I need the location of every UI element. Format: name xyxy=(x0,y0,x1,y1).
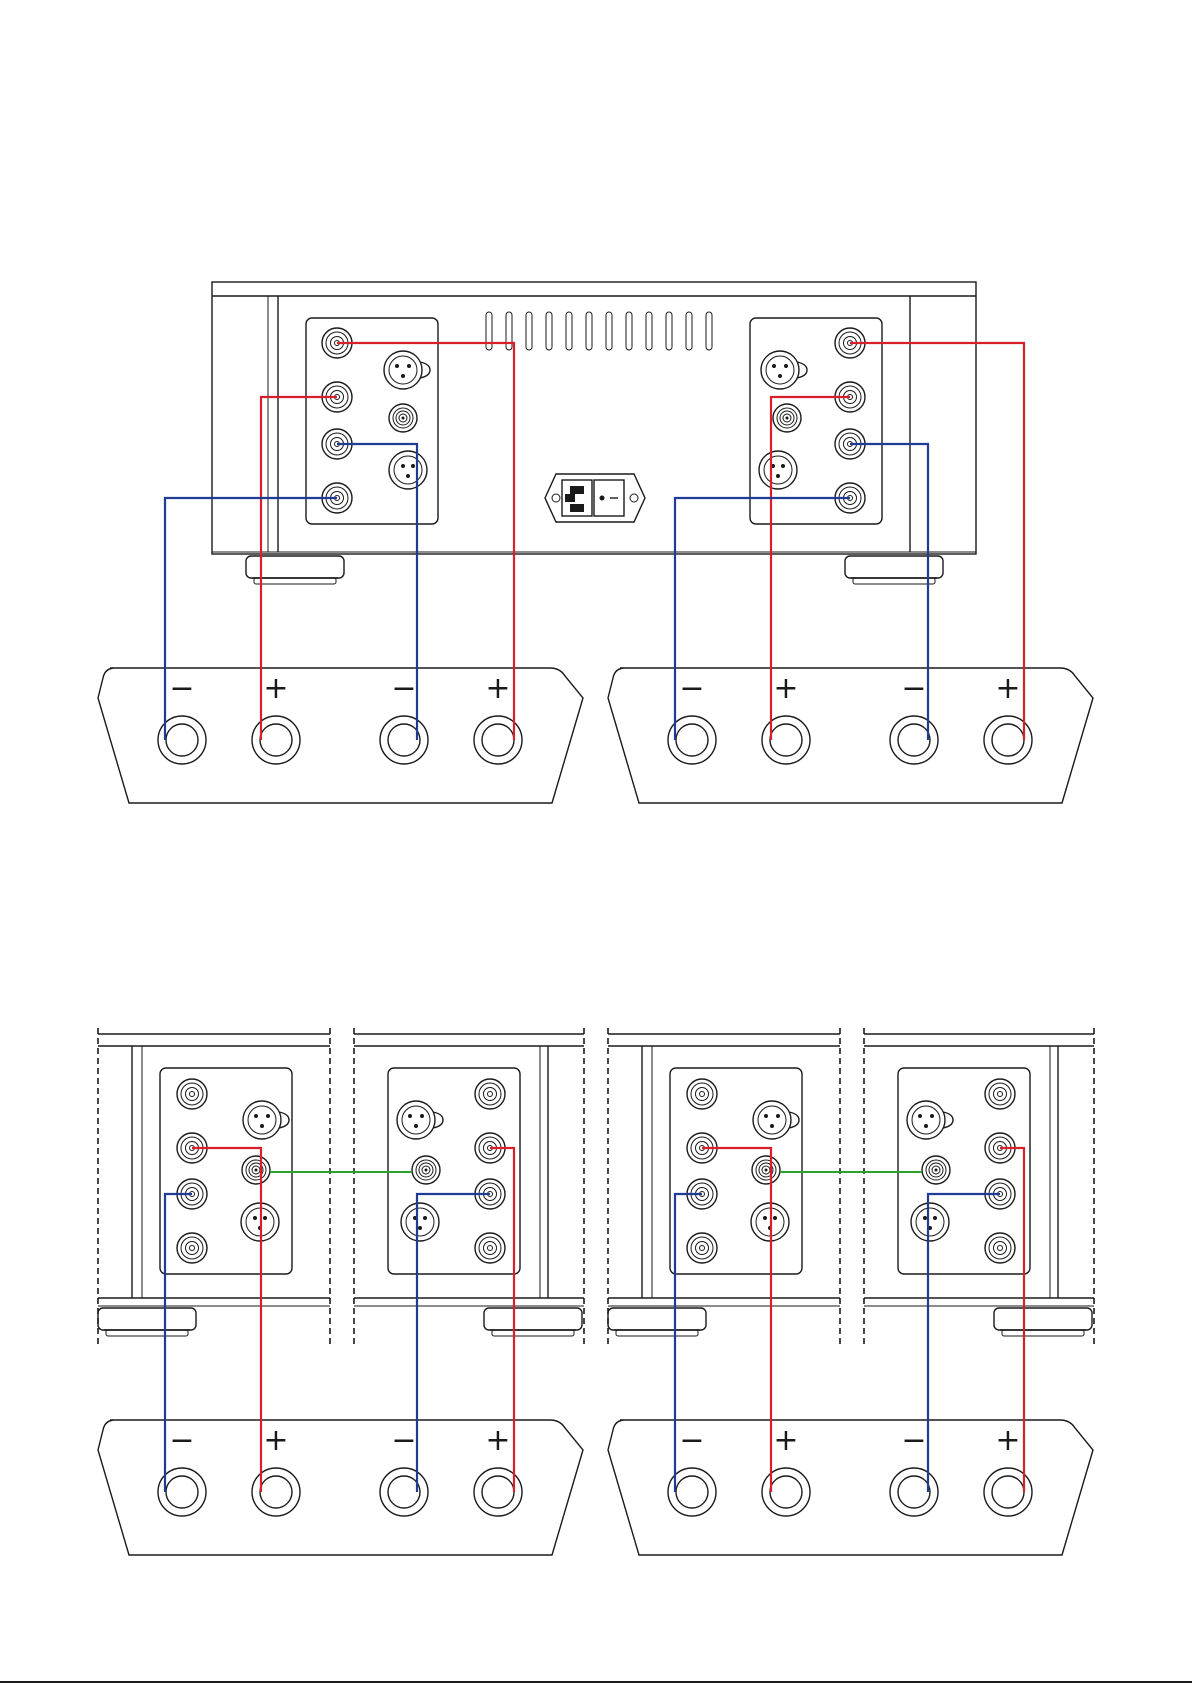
speaker-minus-label: − xyxy=(679,1423,704,1458)
bridged-mono-connection: − + − + − + − + xyxy=(98,1028,1094,1555)
binding-post xyxy=(475,1233,505,1263)
amplifier-foot xyxy=(994,1308,1092,1336)
speaker-minus-label: − xyxy=(901,671,926,706)
speaker-cables xyxy=(165,343,1024,740)
ventilation-slots xyxy=(486,312,712,350)
positive-cable xyxy=(192,1148,261,1492)
amplifier-right-module xyxy=(354,1028,584,1344)
speaker-terminal xyxy=(890,1468,938,1516)
amplifier-foot xyxy=(608,1308,706,1336)
binding-post xyxy=(687,1233,717,1263)
binding-post xyxy=(985,1079,1015,1109)
speaker-minus-label: − xyxy=(169,671,194,706)
speaker-terminal xyxy=(890,716,938,764)
bridged-cables xyxy=(165,1148,1024,1492)
power-inlet xyxy=(545,474,645,522)
speaker-plus-label: + xyxy=(773,1423,798,1458)
speaker-plus-label: + xyxy=(485,1423,510,1458)
amplifier-rear-panel xyxy=(212,282,976,554)
xlr-output xyxy=(759,451,797,489)
speaker-plus-label: + xyxy=(263,671,288,706)
speaker-plus-label: + xyxy=(263,1423,288,1458)
xlr-input xyxy=(243,1101,289,1139)
speaker-minus-label: − xyxy=(391,671,416,706)
binding-post xyxy=(177,1079,207,1109)
right-channel-panel xyxy=(750,318,882,524)
xlr-input xyxy=(384,351,430,389)
rca-input xyxy=(773,404,801,432)
speaker-plus-label: + xyxy=(485,671,510,706)
xlr-output xyxy=(389,451,427,489)
speaker-terminal xyxy=(252,1468,300,1516)
speaker-plus-label: + xyxy=(995,1423,1020,1458)
right-speaker: − + − + xyxy=(608,1420,1093,1555)
speaker-terminal xyxy=(252,716,300,764)
rca-input xyxy=(922,1156,950,1184)
amplifier-foot xyxy=(98,1308,196,1336)
speaker-terminal xyxy=(762,716,810,764)
rca-input xyxy=(242,1156,270,1184)
xlr-input xyxy=(397,1101,443,1139)
speaker-terminal xyxy=(762,1468,810,1516)
left-speaker: − + − + xyxy=(98,668,583,803)
amplifier-left-module xyxy=(608,1028,840,1344)
speaker-minus-label: − xyxy=(901,1423,926,1458)
rca-input xyxy=(412,1156,440,1184)
xlr-input xyxy=(753,1101,799,1139)
right-speaker: − + − + xyxy=(608,668,1093,803)
rca-input xyxy=(389,404,417,432)
xlr-output xyxy=(911,1203,949,1241)
speaker-plus-label: + xyxy=(773,671,798,706)
binding-post xyxy=(177,1233,207,1263)
stereo-connection: − + − + − + − + xyxy=(98,282,1093,803)
speaker-terminal xyxy=(380,716,428,764)
left-speaker: − + − + xyxy=(98,1420,583,1555)
speaker-minus-label: − xyxy=(169,1423,194,1458)
xlr-output xyxy=(401,1203,439,1241)
amplifier-right-module xyxy=(864,1028,1094,1344)
binding-post xyxy=(985,1233,1015,1263)
binding-post xyxy=(475,1079,505,1109)
amplifier-left-module xyxy=(98,1028,330,1344)
amplifier-foot xyxy=(484,1308,582,1336)
binding-post xyxy=(687,1079,717,1109)
speaker-minus-label: − xyxy=(679,671,704,706)
xlr-input xyxy=(761,351,807,389)
speaker-plus-label: + xyxy=(995,671,1020,706)
positive-cable xyxy=(702,1148,771,1492)
speaker-terminal xyxy=(380,1468,428,1516)
xlr-input xyxy=(907,1101,953,1139)
left-channel-panel xyxy=(306,318,438,524)
speaker-minus-label: − xyxy=(391,1423,416,1458)
rca-input xyxy=(752,1156,780,1184)
